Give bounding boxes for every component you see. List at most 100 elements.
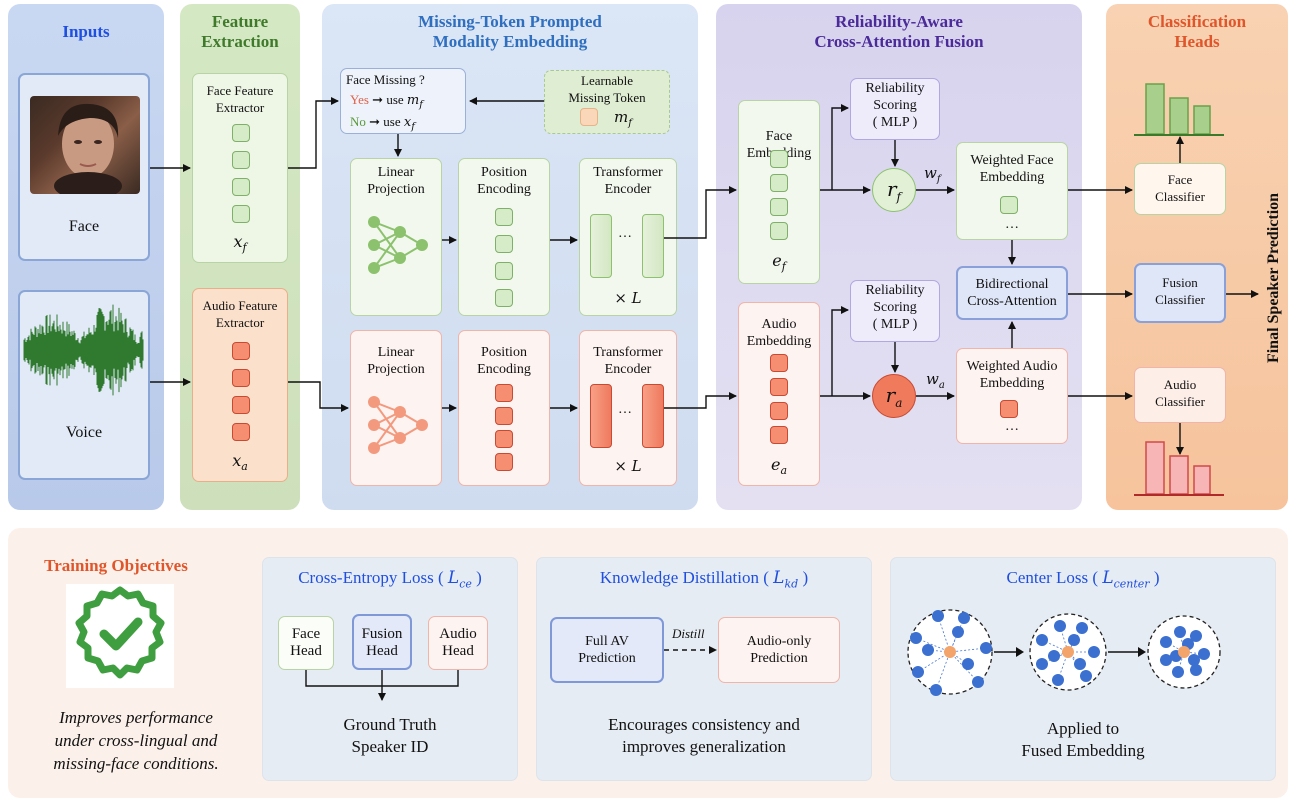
audio-embedding-cell [770, 378, 788, 396]
ce-fusion-head [352, 614, 412, 670]
kd-full-av-box [550, 617, 664, 683]
face-histogram-icon [1134, 83, 1224, 136]
audio-transformer-bar [590, 384, 612, 448]
cluster-point [958, 612, 970, 624]
cluster-center [1178, 646, 1190, 658]
cluster-point [1076, 622, 1088, 634]
face-transformer-dots: … [618, 226, 632, 241]
cluster-point [962, 658, 974, 670]
top-connectors [150, 97, 1259, 455]
audio-projection-net-icon [368, 396, 428, 454]
cluster-point [1048, 650, 1060, 662]
fusion-classifier-box [1134, 263, 1226, 323]
face-projection-net-icon [368, 216, 428, 274]
face-feature-cell [232, 178, 250, 196]
cluster-point [1172, 666, 1184, 678]
face-embedding-box [738, 100, 820, 284]
weighted-audio-dots: … [1005, 419, 1019, 434]
face-classifier-box [1134, 163, 1226, 215]
face-position-cell [495, 289, 513, 307]
audio-feature-cell [232, 369, 250, 387]
audio-embedding-cell [770, 402, 788, 420]
cluster-center [1062, 646, 1074, 658]
missing-no-line: No ➞ use xf [350, 114, 415, 133]
w-a-label: wa [926, 370, 945, 391]
face-position-cell [495, 208, 513, 226]
face-input-label: Face [68, 218, 100, 235]
fusion-classifier-label: Fusion Classifier [1155, 275, 1205, 307]
cluster-point [972, 676, 984, 688]
cluster-point [932, 610, 944, 622]
x-f-label: xf [233, 232, 247, 255]
audio-embedding-cell [770, 354, 788, 372]
face-embedding-cell [770, 174, 788, 192]
audio-reliability-box [850, 280, 940, 342]
audio-times-l: × L [614, 457, 642, 475]
audio-position-cell [495, 453, 513, 471]
cluster-point [1190, 664, 1202, 676]
face-transformer-bar [642, 214, 664, 278]
face-missing-question: Face Missing ? [346, 72, 425, 87]
m-f-label: mf [614, 108, 632, 129]
face-feature-cell [232, 205, 250, 223]
center-title: Center Loss ( Lcenter ) [1006, 568, 1160, 591]
cluster-point [930, 684, 942, 696]
inputs-title: Inputs [62, 22, 110, 41]
training-title: Training Objectives [44, 556, 188, 575]
audio-transformer-bar [642, 384, 664, 448]
audio-feature-cell [232, 423, 250, 441]
r-f-node: rf [872, 168, 916, 212]
weighted-face-box [956, 142, 1068, 240]
cluster-point [1088, 646, 1100, 658]
cluster-point [1160, 636, 1172, 648]
audio-histogram-icon [1134, 441, 1224, 496]
kd-title: Knowledge Distillation ( Lkd ) [599, 568, 809, 591]
audio-position-cell [495, 430, 513, 448]
missing-yes-line: Yes ➞ use mf [350, 92, 423, 111]
cluster-center [944, 646, 956, 658]
center-loss-diagram [907, 609, 1221, 696]
cluster-point [1054, 620, 1066, 632]
cluster-point [1198, 648, 1210, 660]
cluster-point [1052, 674, 1064, 686]
audio-transformer-dots: … [618, 402, 632, 417]
kd-audio-only-box [718, 617, 840, 683]
checkmark-badge-icon [66, 584, 174, 688]
audio-classifier-box [1134, 367, 1226, 423]
cluster-point [1036, 658, 1048, 670]
voice-input-label: Voice [65, 424, 103, 441]
face-embedding-cell [770, 222, 788, 240]
missing-token-cell [580, 108, 598, 126]
audio-position-cell [495, 407, 513, 425]
bottom-connectors [305, 646, 717, 701]
face-feature-cell [232, 124, 250, 142]
cluster-point [1068, 634, 1080, 646]
audio-embedding-cell [770, 426, 788, 444]
voice-input-box [18, 290, 150, 480]
cluster-point [922, 644, 934, 656]
weighted-audio-box [956, 348, 1068, 444]
bidirectional-box [956, 266, 1068, 320]
cluster-point [980, 642, 992, 654]
cluster-point [952, 626, 964, 638]
